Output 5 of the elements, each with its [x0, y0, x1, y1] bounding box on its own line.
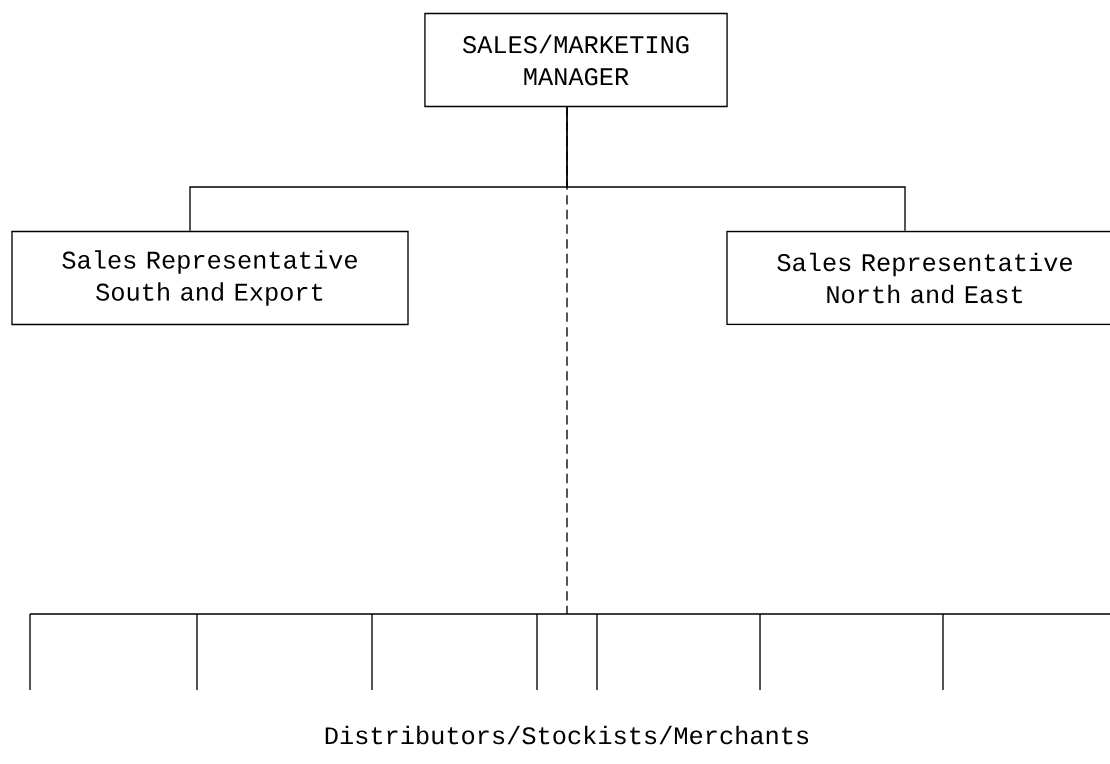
group-label: Distributors/Stockists/Merchants: [325, 725, 809, 745]
org-box: Sales Representative South and Export: [11, 230, 409, 326]
org-box: SALES/MARKETING MANAGER: [424, 12, 728, 108]
org-box: Sales Representative North and East: [726, 230, 1110, 326]
connector-line: [566, 106, 568, 615]
